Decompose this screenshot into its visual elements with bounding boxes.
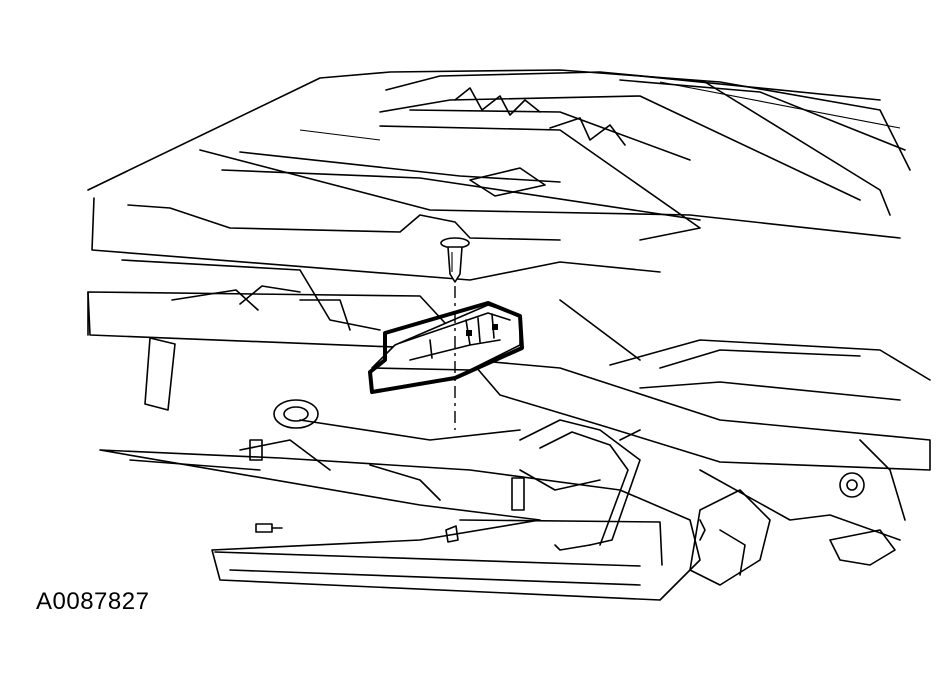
floor-plug (273, 399, 319, 429)
lower-shield (99, 419, 701, 601)
figure-id-label: A0087827 (36, 588, 150, 615)
fasteners (249, 439, 525, 543)
exhaust-pipe (519, 419, 641, 551)
push-pin-retainer (440, 237, 470, 283)
floor-pan (87, 69, 911, 281)
left-frame-rail (87, 259, 471, 411)
rear-suspension (689, 439, 906, 586)
cross-member (469, 299, 931, 541)
